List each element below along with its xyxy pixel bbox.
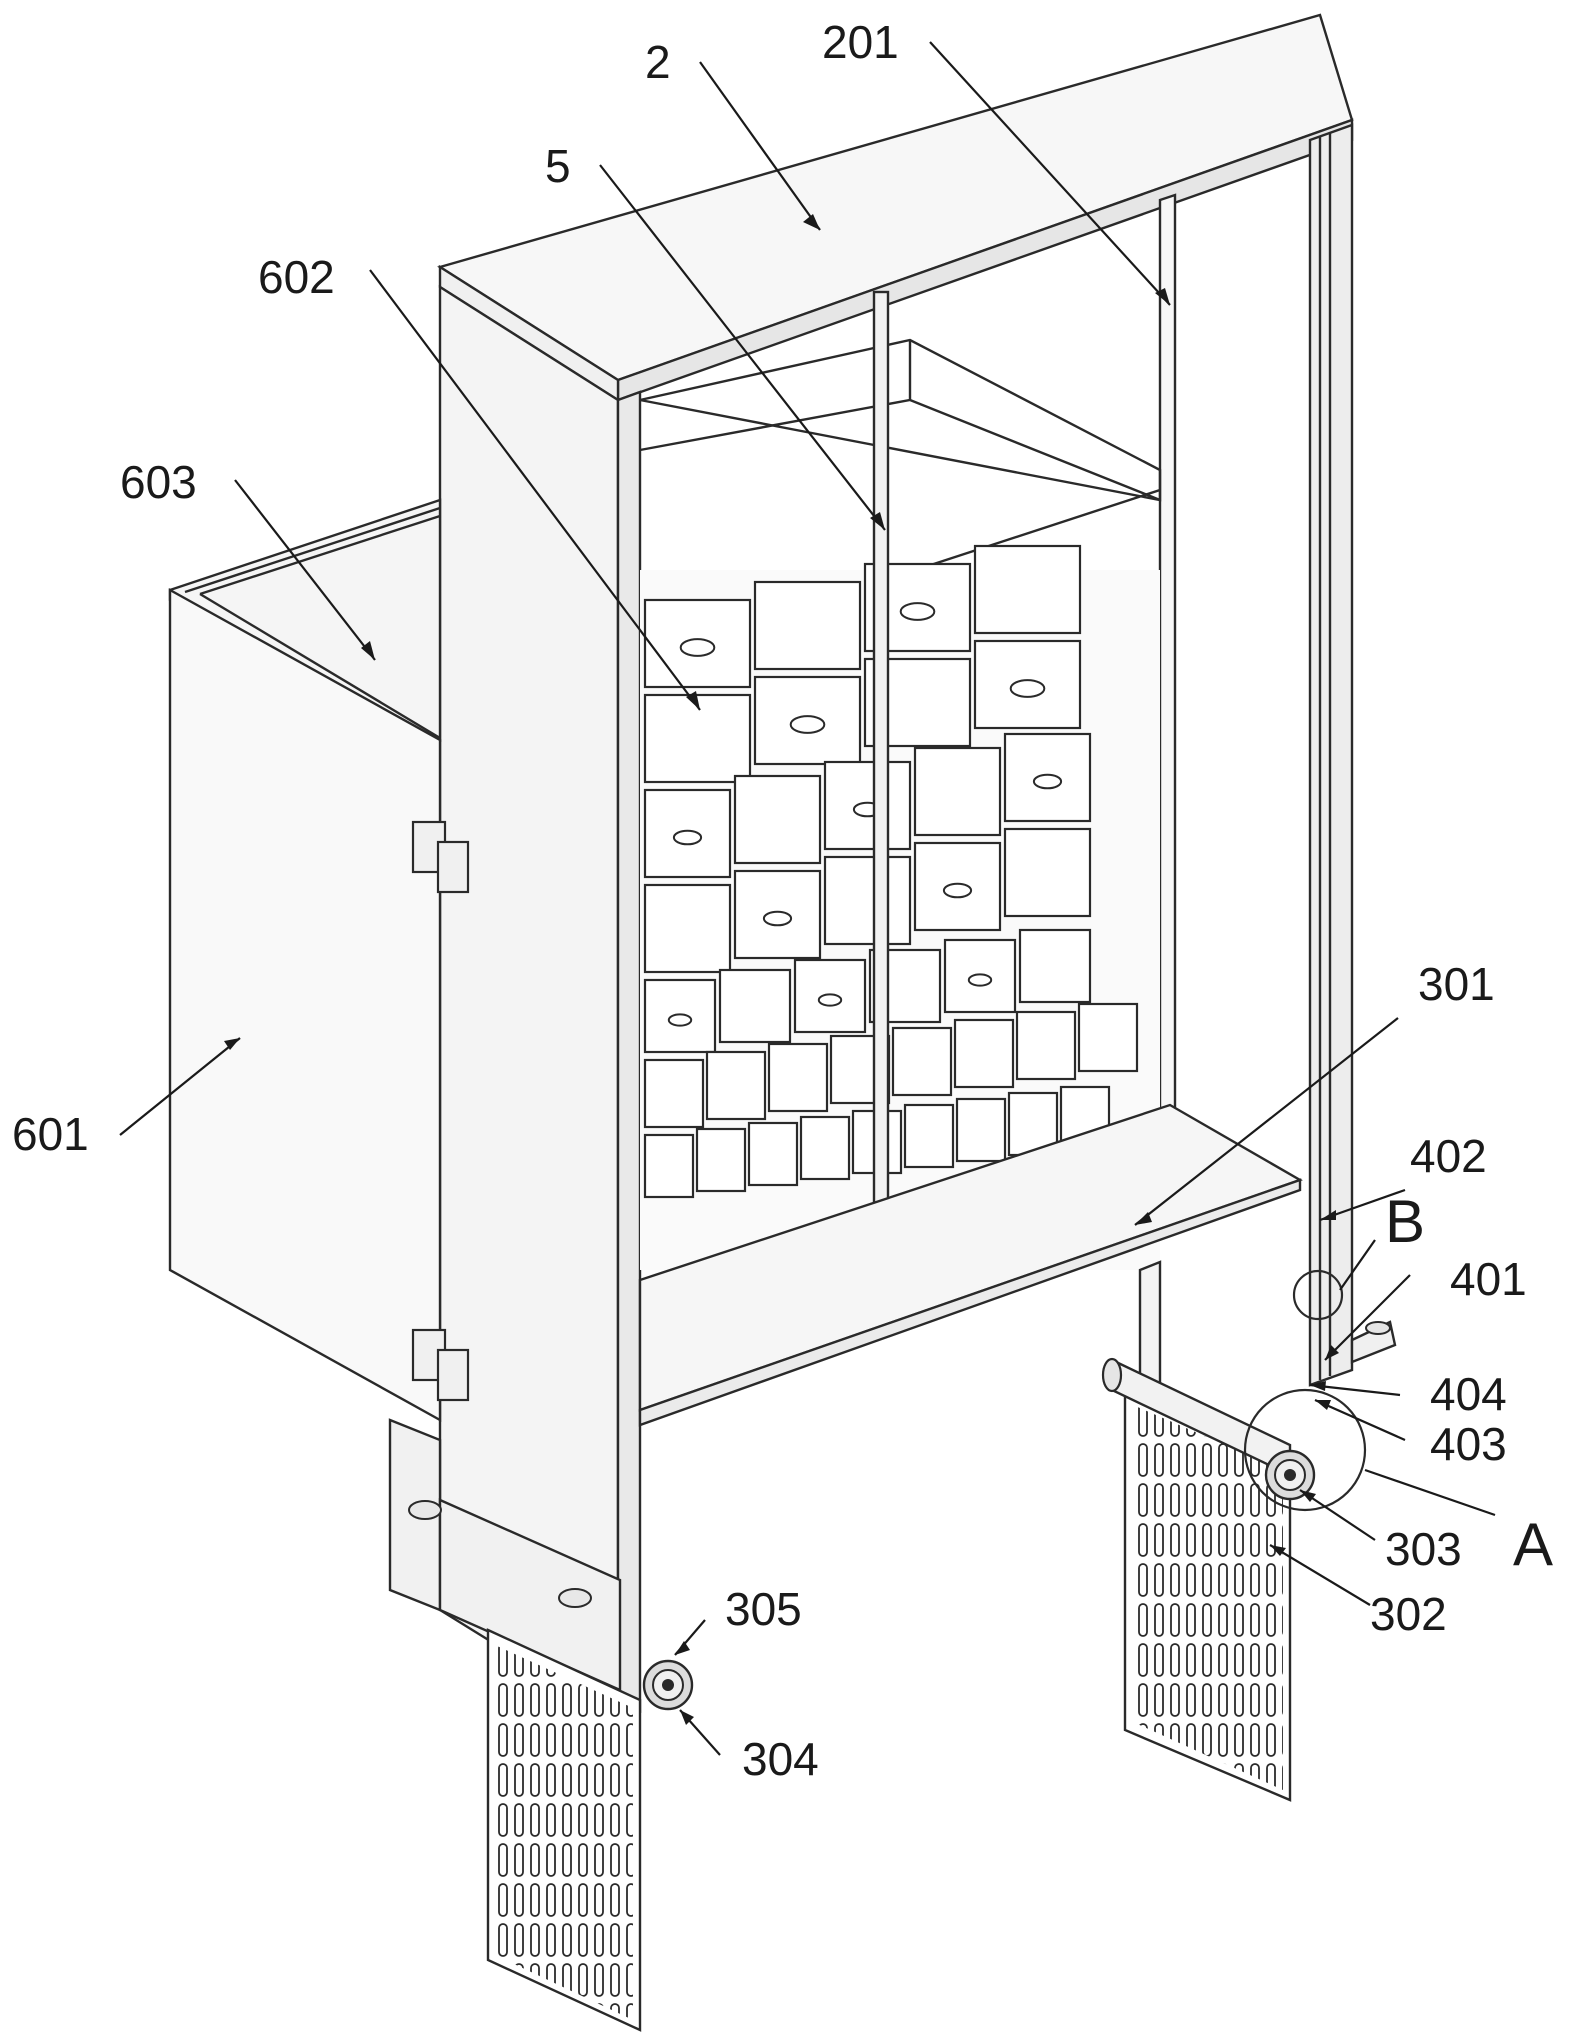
label-302: 302 (1370, 1588, 1447, 1640)
cell-hole (899, 602, 936, 621)
right-bracket (1350, 1320, 1397, 1364)
frame-left-panel (438, 284, 642, 1723)
grid-cell (793, 958, 867, 1034)
left-grate (486, 1628, 642, 2032)
grid-cell (643, 598, 752, 689)
right-grate (1123, 1388, 1292, 1802)
detail-circle-a (1243, 1388, 1367, 1512)
upper-hinge (411, 820, 470, 894)
label-603: 603 (120, 456, 197, 508)
grid-cell (767, 1042, 829, 1113)
cell-hole (679, 638, 716, 657)
cell-hole (667, 1013, 693, 1027)
grid-cell (973, 639, 1082, 730)
grid-cell (643, 693, 752, 784)
grid-cell (695, 1127, 747, 1193)
label-401: 401 (1450, 1253, 1527, 1305)
grid-cell (913, 841, 1002, 932)
cell-hole (942, 882, 973, 899)
grid-cell (643, 1058, 705, 1129)
grid-cell (643, 978, 717, 1054)
label-5: 5 (545, 140, 571, 192)
grid-cell (733, 869, 822, 960)
grid-cell (733, 774, 822, 865)
left-pulley (642, 1659, 694, 1711)
grid-cell (1015, 1010, 1077, 1081)
label-304: 304 (742, 1733, 819, 1785)
label-301: 301 (1418, 958, 1495, 1010)
leader-lines (119, 41, 1496, 1756)
label-b: B (1385, 1188, 1425, 1255)
cell-hole (1009, 679, 1046, 698)
reference-labels: 2 201 5 602 603 601 301 402 B 401 404 40… (12, 16, 1553, 1785)
label-602: 602 (258, 251, 335, 303)
grid-cell (643, 788, 732, 879)
grid-cell (747, 1121, 799, 1187)
label-303: 303 (1385, 1523, 1462, 1575)
label-403: 403 (1430, 1418, 1507, 1470)
grid-cell (953, 1018, 1015, 1089)
cell-hole (672, 829, 703, 846)
label-a: A (1513, 1511, 1553, 1578)
grid-cell (903, 1103, 955, 1169)
right-pulley (1264, 1449, 1316, 1501)
grid-cell (913, 746, 1002, 837)
grid-cell (718, 968, 792, 1044)
grid-cell (891, 1026, 953, 1097)
cell-hole (967, 973, 993, 987)
label-601: 601 (12, 1108, 89, 1160)
grid-cell (1077, 1002, 1139, 1073)
grid-cell (943, 938, 1017, 1014)
label-201: 201 (822, 16, 899, 68)
grid-cell (955, 1097, 1007, 1163)
grid-cell (753, 580, 862, 671)
grid-cell (823, 760, 912, 851)
cell-hole (1032, 773, 1063, 790)
grid-cell (973, 544, 1082, 635)
lower-hinge (411, 1328, 470, 1402)
label-2: 2 (645, 36, 671, 88)
grid-cell (705, 1050, 767, 1121)
label-402: 402 (1410, 1130, 1487, 1182)
grid-cell (1003, 827, 1092, 918)
center-pole (872, 290, 890, 1274)
cell-hole (762, 910, 793, 927)
label-305: 305 (725, 1583, 802, 1635)
grid-cell (753, 675, 862, 766)
grid-cell (643, 883, 732, 974)
cell-hole (817, 993, 843, 1007)
grid-cell (823, 855, 912, 946)
grid-cell (1003, 732, 1092, 823)
label-404: 404 (1430, 1368, 1507, 1420)
top-cover (437, 13, 1354, 403)
cell-hole (789, 715, 826, 734)
grid-cell (1018, 928, 1092, 1004)
grid-cell (799, 1115, 851, 1181)
side-box (168, 498, 442, 1423)
leader-arrowheads (224, 214, 1339, 1725)
grid-cell (643, 1133, 695, 1199)
detail-circle-b (1292, 1269, 1344, 1321)
